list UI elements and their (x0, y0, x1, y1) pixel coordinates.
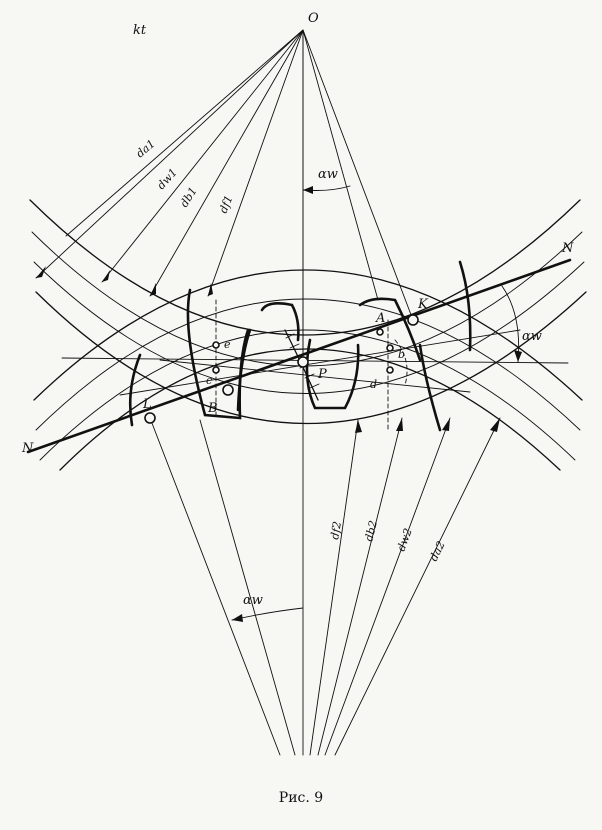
point-e (212, 341, 220, 349)
gear1-tip-circle (29, 199, 581, 336)
aux-line-2 (159, 359, 471, 393)
label-kt: kt (133, 23, 147, 38)
point-b-small (386, 344, 394, 352)
figure-caption: Рис. 9 (278, 790, 324, 806)
hatch-1 (285, 333, 295, 339)
gear-2-circles (33, 269, 583, 471)
label-db2: db2 (362, 519, 380, 543)
point-c (212, 366, 220, 374)
label-d: d (370, 378, 377, 391)
angle-arcs (231, 185, 522, 622)
ray-to-k (302, 29, 414, 321)
ray-extra-2 (302, 29, 379, 301)
arrow-df1 (208, 283, 213, 296)
label-da2: da2 (427, 539, 448, 563)
ray-df1 (207, 29, 304, 297)
label-dw2: dw2 (395, 527, 415, 553)
arc-alpha-right-head (514, 350, 522, 362)
ray-df2 (309, 419, 359, 756)
arrow-da2 (490, 418, 500, 432)
ray-db2 (317, 417, 403, 756)
labels: kt O N N K A b d e c B P L αw αw αw da1 … (21, 11, 574, 608)
gear1-outer-right (458, 260, 472, 352)
point-k (407, 314, 419, 326)
arc-alpha-bottom (231, 607, 304, 621)
point-d (386, 366, 394, 374)
label-n-right: N (561, 241, 574, 256)
label-p: P (317, 367, 327, 382)
gear2-base-circle (39, 329, 576, 461)
arc-alpha-bottom-head (232, 614, 243, 622)
ray-dw1 (101, 29, 304, 283)
label-k: K (417, 297, 429, 312)
arrow-dw1 (102, 270, 110, 282)
arrow-df2 (355, 420, 362, 433)
aux-line-1 (119, 329, 521, 396)
label-n-left: N (21, 441, 34, 456)
label-o: O (308, 11, 319, 26)
gear-1-circles (29, 199, 587, 424)
hatch-3 (294, 353, 305, 359)
gear2-root-circle (59, 348, 561, 471)
label-alpha-right: αw (522, 329, 542, 344)
gear1-base-circle (33, 261, 585, 394)
top-dimension-arrows (36, 266, 213, 296)
point-l (144, 412, 156, 424)
bottom-dimension-arrows (355, 418, 500, 433)
point-a (376, 328, 384, 336)
label-df2: df2 (328, 520, 344, 540)
common-tangent (61, 357, 569, 364)
hatch-6 (309, 383, 320, 389)
label-dw1: dw1 (155, 166, 180, 192)
ray-db1 (149, 29, 304, 297)
label-da1: da1 (134, 137, 158, 160)
gear1-tooth-right (358, 297, 422, 362)
ray-bottom-extra (199, 419, 296, 756)
ray-to-l (149, 417, 281, 756)
gear2-tooth-right (418, 343, 442, 432)
label-df1: df1 (217, 193, 236, 215)
gear2-pitch-circle (35, 298, 581, 431)
label-c: c (206, 374, 212, 387)
label-alpha-top: αw (318, 167, 338, 182)
label-b-big: B (207, 401, 218, 416)
hatch-2 (289, 343, 300, 349)
ray-extra-1 (65, 29, 304, 237)
arc-alpha-top-head (303, 186, 313, 194)
arrow-db2 (396, 418, 403, 431)
gear1-root-circle (35, 291, 587, 424)
point-p (297, 356, 309, 368)
label-db1: db1 (178, 185, 200, 210)
arrow-dw2 (442, 418, 450, 431)
arrow-db1 (150, 283, 156, 296)
point-b-big (222, 384, 234, 396)
ray-da2 (334, 417, 501, 756)
label-e: e (224, 338, 231, 351)
gear2-tooth-left (128, 353, 142, 427)
label-b-small: b (398, 348, 405, 361)
gear2-tooth-leftmid (236, 328, 252, 412)
label-l: L (142, 397, 152, 412)
label-alpha-bottom: αw (243, 593, 263, 608)
gear1-tooth-center (260, 302, 300, 342)
ray-da1 (35, 29, 304, 279)
arrow-da1 (36, 266, 46, 278)
rays-from-bottom (149, 417, 501, 756)
points (144, 314, 419, 424)
ray-dw2 (324, 417, 451, 756)
gear2-tip-circle (33, 269, 583, 401)
hatch-5 (304, 373, 315, 379)
dashed-arc-right (394, 339, 408, 386)
label-a: A (375, 311, 385, 326)
